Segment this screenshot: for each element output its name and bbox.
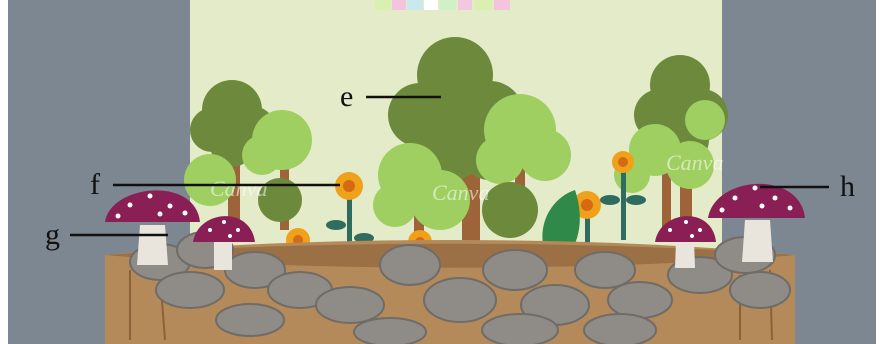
label-e: e bbox=[340, 80, 353, 113]
top-decoration-strip bbox=[375, 0, 532, 10]
watermark-left: Canva bbox=[210, 176, 267, 201]
watermark-right: Canva bbox=[666, 150, 723, 175]
label-h: h bbox=[840, 170, 855, 203]
watermark-center: Canva bbox=[432, 180, 489, 205]
label-g: g bbox=[45, 218, 60, 251]
label-f: f bbox=[90, 168, 100, 201]
